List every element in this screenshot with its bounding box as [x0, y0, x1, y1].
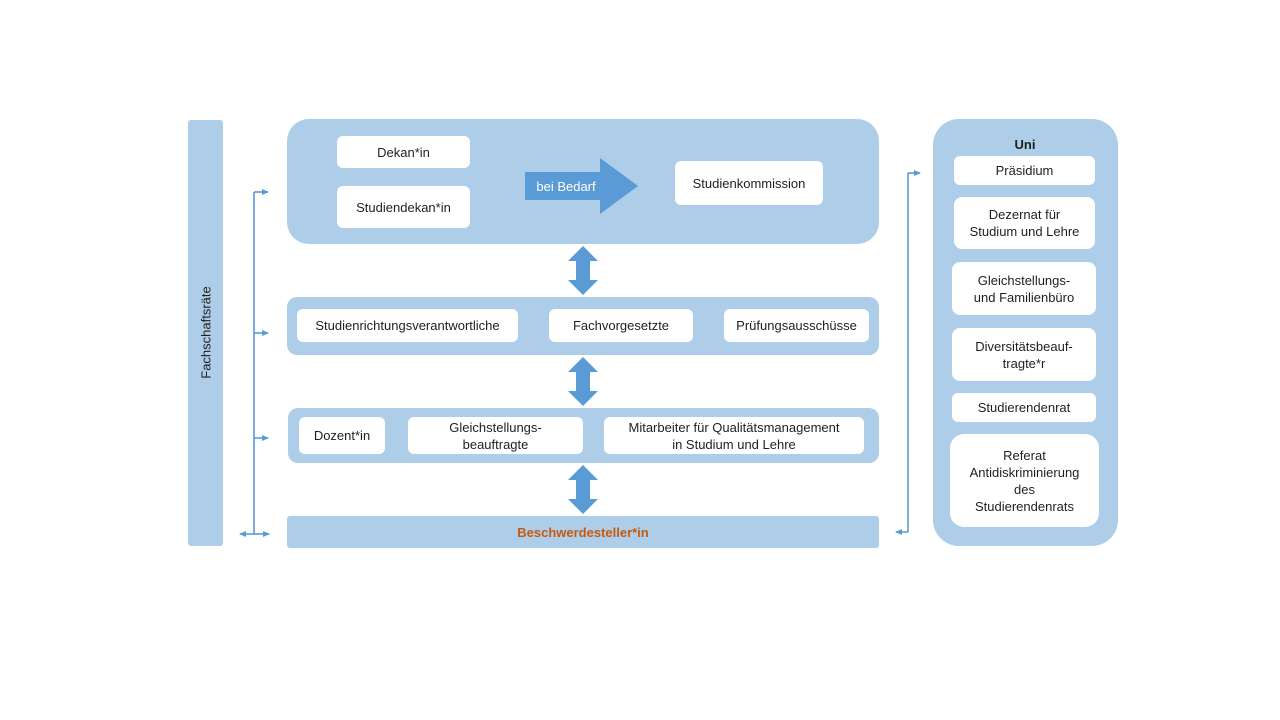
- equality-officer-box: Gleichstellungs- beauftragte: [408, 417, 583, 454]
- exam-committees-box: Prüfungsausschüsse: [724, 309, 869, 342]
- lecturer-box: Dozent*in: [299, 417, 385, 454]
- uni-title: Uni: [1014, 137, 1036, 152]
- complainant-label: Beschwerdesteller*in: [517, 524, 649, 540]
- right-connector: [895, 170, 921, 535]
- uni-item-praesidium: Präsidium: [954, 156, 1095, 185]
- program-responsibles-box: Studienrichtungsverantwortliche: [297, 309, 518, 342]
- uni-item-antidiskriminierung: Referat Antidiskriminierung des Studiere…: [950, 434, 1099, 527]
- fachschaftsraete-label: Fachschaftsräte: [198, 286, 214, 379]
- complainant-bar: [287, 516, 879, 548]
- double-arrow-middle-lower: [568, 357, 598, 406]
- quality-management-box: Mitarbeiter für Qualitätsmanagement in S…: [604, 417, 864, 454]
- bei-bedarf-label: bei Bedarf: [536, 178, 596, 194]
- uni-item-diversitaet: Diversitätsbeauf- tragte*r: [952, 328, 1096, 381]
- uni-item-dezernat: Dezernat für Studium und Lehre: [954, 197, 1095, 249]
- uni-item-gleichstellungsbuero: Gleichstellungs- und Familienbüro: [952, 262, 1096, 315]
- uni-item-studierendenrat: Studierendenrat: [952, 393, 1096, 422]
- study-dean-box: Studiendekan*in: [337, 186, 470, 228]
- supervisors-box: Fachvorgesetzte: [549, 309, 693, 342]
- left-connector: [239, 189, 270, 537]
- fachschaftsraete-column: [188, 120, 223, 546]
- study-commission-box: Studienkommission: [675, 161, 823, 205]
- double-arrow-lower-complainant: [568, 465, 598, 514]
- dean-box: Dekan*in: [337, 136, 470, 168]
- double-arrow-top-middle: [568, 246, 598, 295]
